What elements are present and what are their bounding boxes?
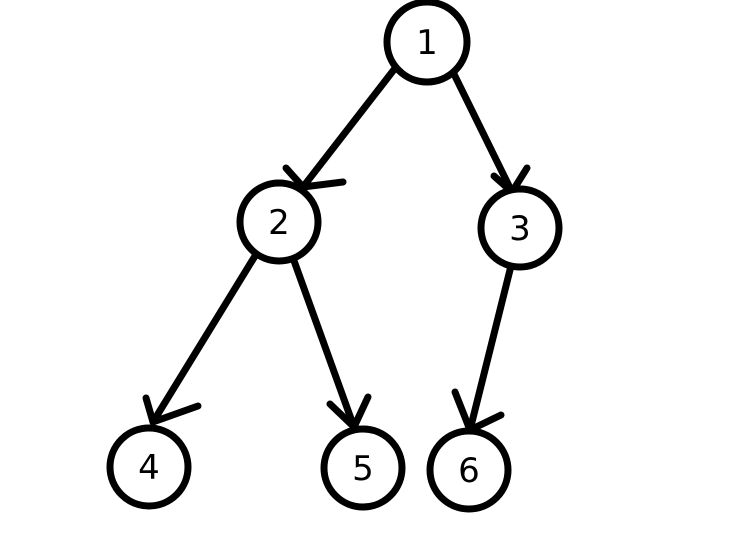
node-5[interactable]: 5: [320, 425, 406, 511]
edge-3-to-6: [451, 262, 515, 434]
arrowhead-icon: [142, 394, 157, 426]
edge-shaft: [299, 63, 400, 191]
node-label: 5: [352, 449, 374, 489]
node-4[interactable]: 4: [106, 424, 192, 510]
edge-shaft: [149, 252, 259, 426]
node-2[interactable]: 2: [236, 179, 322, 265]
arrowhead-icon: [299, 178, 347, 191]
edge-1-to-3: [448, 66, 531, 196]
nodes-layer: 1 2 3 4 5 6: [106, 0, 563, 513]
node-circle[interactable]: [320, 425, 406, 511]
node-3[interactable]: 3: [477, 185, 563, 271]
node-label: 4: [138, 448, 160, 488]
arrowhead-icon: [326, 400, 358, 431]
node-circle[interactable]: [426, 427, 512, 513]
node-6[interactable]: 6: [426, 427, 512, 513]
edge-shaft: [448, 66, 516, 196]
edge-1-to-2: [282, 63, 400, 191]
arrowhead-icon: [451, 388, 474, 434]
node-label: 3: [509, 209, 531, 249]
node-label: 1: [416, 23, 438, 63]
node-label: 6: [458, 451, 480, 491]
node-circle[interactable]: [477, 185, 563, 271]
node-circle[interactable]: [236, 179, 322, 265]
arrowhead-icon: [350, 393, 372, 431]
node-circle[interactable]: [106, 424, 192, 510]
edge-shaft: [289, 254, 358, 431]
edges-layer: [142, 63, 531, 434]
edge-shaft: [466, 262, 515, 434]
arrowhead-icon: [149, 402, 202, 426]
node-circle[interactable]: [383, 0, 471, 86]
arrowhead-icon: [466, 411, 505, 434]
edge-2-to-4: [142, 252, 259, 426]
edge-2-to-5: [289, 254, 372, 431]
node-1[interactable]: 1: [383, 0, 471, 86]
arrowhead-icon: [282, 164, 307, 191]
node-label: 2: [268, 203, 290, 243]
